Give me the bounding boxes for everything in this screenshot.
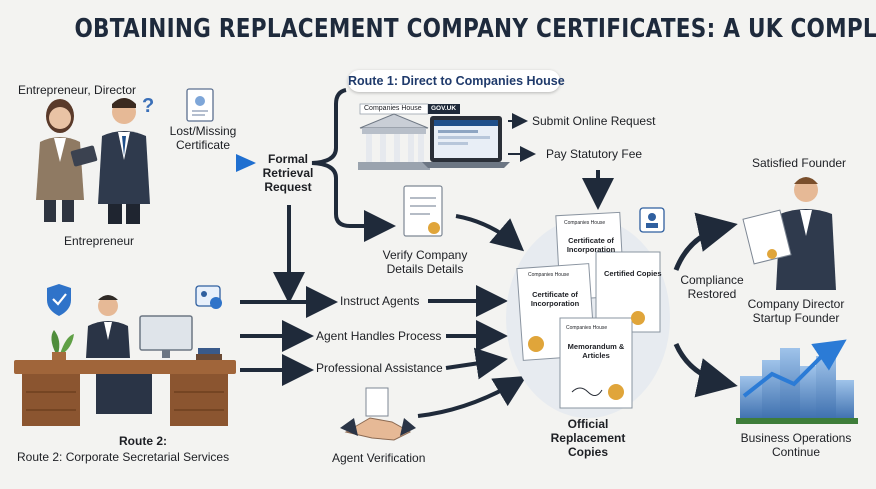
handshake-illustration xyxy=(340,387,416,441)
entrepreneur-label: Entrepreneur xyxy=(64,234,135,248)
question-mark-icon: ? xyxy=(142,95,154,117)
route-1-pill: Route 1: Direct to Companies House xyxy=(348,70,565,92)
route-1-step-submit: Submit Online Request xyxy=(532,114,656,128)
verify-details-label: Verify Company Details Details xyxy=(382,248,468,276)
documents-caption: Official Replacement Copies xyxy=(550,417,626,459)
companies-house-sign: Companies House xyxy=(364,105,422,112)
entrepreneur-people-illustration: ? xyxy=(36,95,154,224)
city-skyline-illustration xyxy=(736,339,858,424)
route-1-step-fee: Pay Statutory Fee xyxy=(546,147,643,161)
agent-verification-label: Agent Verification xyxy=(332,451,426,465)
doc-certified-copies: Certified Copies xyxy=(604,269,662,278)
missing-certificate-icon xyxy=(186,88,214,122)
companies-house-building-illustration xyxy=(358,103,430,170)
doc-memorandum-title: Memorandum & Articles xyxy=(567,342,625,360)
replacement-documents-illustration xyxy=(506,207,670,418)
gov-uk-badge: GOV.UK xyxy=(431,105,457,112)
formal-request-label: Formal Retrieval Request xyxy=(262,152,314,194)
route-2-title: Route 2: xyxy=(119,434,167,448)
route-2-step-instruct: Instruct Agents xyxy=(340,294,420,308)
page-title: OBTAINING REPLACEMENT COMPANY CERTIFICAT… xyxy=(74,14,876,44)
route-2-step-professional: Professional Assistance xyxy=(316,361,443,375)
satisfied-founder-illustration xyxy=(742,177,836,290)
satisfied-founder-label: Satisfied Founder xyxy=(752,156,847,170)
route-2-step-agent-handles: Agent Handles Process xyxy=(316,329,442,343)
business-operations-label: Business Operations Continue xyxy=(740,431,852,459)
laptop-illustration xyxy=(422,104,510,168)
doc-header-2: Companies House xyxy=(528,272,570,278)
verify-document-icon xyxy=(403,185,443,237)
doc-certificate-title-2: Certificate of Incorporation xyxy=(530,290,580,308)
missing-certificate-label: Lost/Missing Certificate xyxy=(169,124,237,152)
compliance-restored-label: Compliance Restored xyxy=(680,273,744,301)
role-label: Entrepreneur, Director xyxy=(18,83,137,97)
doc-header-1: Companies House xyxy=(564,220,606,226)
doc-header-3: Companies House xyxy=(566,325,608,331)
secretarial-office-illustration xyxy=(14,284,236,426)
doc-certificate-title-1: Certificate of Incorporation xyxy=(566,236,616,254)
route-2-subtitle: Route 2: Corporate Secretarial Services xyxy=(17,450,230,464)
director-founder-label: Company Director Startup Founder xyxy=(747,297,845,325)
